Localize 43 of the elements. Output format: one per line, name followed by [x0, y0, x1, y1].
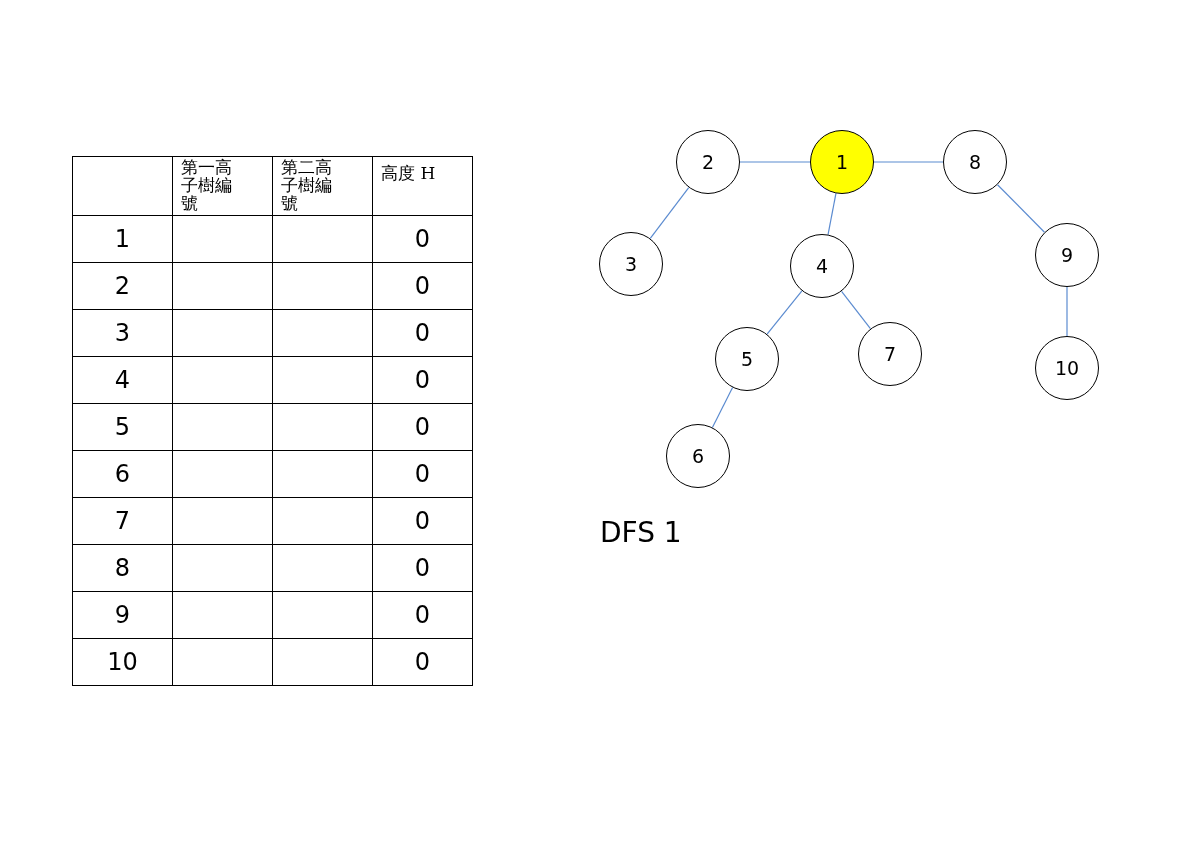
node-number: 3 — [624, 253, 638, 275]
height-value: 0 — [414, 224, 431, 253]
row-number: 1 — [114, 224, 131, 253]
column-header: 第二高子樹編號 — [281, 159, 333, 213]
height-value: 0 — [414, 365, 431, 394]
tree-edge — [873, 161, 944, 163]
row-number: 5 — [114, 412, 131, 441]
row-number: 6 — [114, 459, 131, 488]
node-number: 8 — [968, 151, 982, 173]
row-number: 2 — [114, 271, 131, 300]
height-value: 0 — [414, 459, 431, 488]
row-number: 8 — [114, 553, 131, 582]
node-number: 10 — [1054, 357, 1080, 379]
node-number: 6 — [691, 445, 705, 467]
node-number: 4 — [815, 255, 829, 277]
node-number: 1 — [835, 151, 849, 173]
height-value: 0 — [414, 318, 431, 347]
height-value: 0 — [414, 553, 431, 582]
height-value: 0 — [414, 600, 431, 629]
caption-text: DFS 1 — [600, 516, 682, 549]
tree-edge — [739, 161, 811, 163]
tree-edge — [711, 386, 734, 429]
row-number: 9 — [114, 600, 131, 629]
row-number: 3 — [114, 318, 131, 347]
height-value: 0 — [414, 271, 431, 300]
node-number: 7 — [883, 343, 897, 365]
tree-edge — [766, 290, 803, 335]
column-header: 第一高子樹編號 — [181, 159, 233, 213]
height-value: 0 — [414, 506, 431, 535]
height-value: 0 — [414, 647, 431, 676]
node-number: 2 — [701, 151, 715, 173]
column-header: 高度 H — [381, 165, 436, 183]
height-value: 0 — [414, 412, 431, 441]
tree-edge — [840, 290, 872, 330]
node-number: 9 — [1060, 244, 1074, 266]
tree-edge — [1066, 286, 1068, 337]
row-number: 10 — [107, 647, 138, 676]
row-number: 7 — [114, 506, 131, 535]
node-number: 5 — [740, 348, 754, 370]
tree-edge — [996, 184, 1046, 233]
tree-edge — [649, 186, 690, 240]
row-number: 4 — [114, 365, 131, 394]
tree-edge — [827, 192, 837, 236]
